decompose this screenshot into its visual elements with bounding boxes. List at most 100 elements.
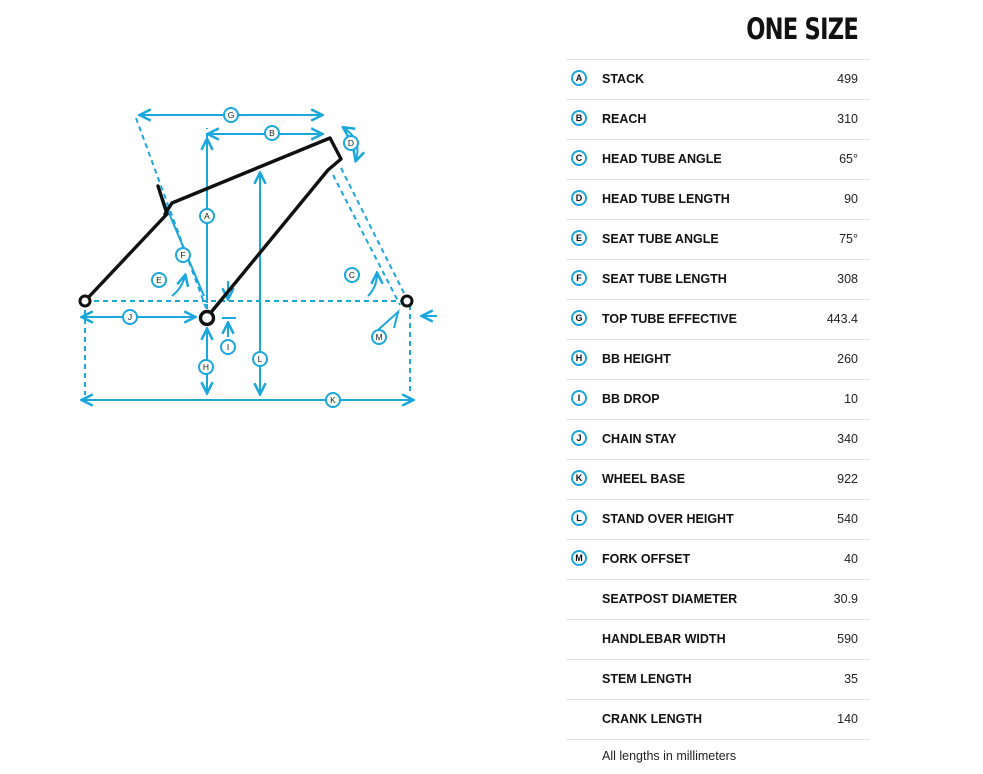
row-badge: M	[571, 550, 587, 566]
geometry-row: B REACH 310	[566, 100, 870, 140]
callout-j: J	[122, 309, 138, 325]
callout-letter: D	[348, 138, 354, 148]
row-label: FORK OFFSET	[602, 552, 691, 566]
row-badge: E	[571, 230, 587, 246]
row-badge: B	[571, 110, 587, 126]
row-value: 540	[837, 512, 858, 526]
row-value: 310	[837, 112, 858, 126]
row-label: BB HEIGHT	[602, 352, 671, 366]
front-axle-node	[400, 294, 414, 308]
frame-nodes	[78, 294, 414, 327]
row-value: 35	[844, 672, 858, 686]
geometry-row: G TOP TUBE EFFECTIVE 443.4	[566, 300, 870, 340]
bike-frame	[83, 136, 343, 318]
bottom-bracket-node	[198, 309, 216, 327]
callout-m: M	[371, 329, 387, 345]
geometry-row: H BB HEIGHT 260	[566, 340, 870, 380]
callout-letter: H	[203, 362, 209, 372]
callout-a: A	[199, 208, 215, 224]
callout-letter: C	[349, 270, 355, 280]
row-value: 922	[837, 472, 858, 486]
units-footnote: All lengths in millimeters	[602, 749, 737, 763]
row-value: 340	[837, 432, 858, 446]
row-label: HANDLEBAR WIDTH	[602, 632, 726, 646]
callout-b: B	[264, 125, 280, 141]
row-badge: K	[571, 470, 587, 486]
callout-letter: F	[180, 250, 185, 260]
callout-badges: A B C D E F G H I J K L M	[122, 107, 387, 408]
geometry-row: E SEAT TUBE ANGLE 75°	[566, 220, 870, 260]
row-label: SEATPOST DIAMETER	[602, 592, 738, 606]
row-badge: F	[571, 270, 587, 286]
geometry-row: CRANK LENGTH 140	[566, 700, 870, 740]
geometry-row: I BB DROP 10	[566, 380, 870, 420]
geometry-row: SEATPOST DIAMETER 30.9	[566, 580, 870, 620]
callout-i: I	[220, 339, 236, 355]
callout-g: G	[223, 107, 239, 123]
row-value: 140	[837, 712, 858, 726]
row-label: CHAIN STAY	[602, 432, 677, 446]
row-value: 590	[837, 632, 858, 646]
row-value: 499	[837, 72, 858, 86]
row-label: STAND OVER HEIGHT	[602, 512, 734, 526]
geometry-row: C HEAD TUBE ANGLE 65°	[566, 140, 870, 180]
callout-letter: B	[269, 128, 275, 138]
row-value: 260	[837, 352, 858, 366]
callout-e: E	[151, 272, 167, 288]
dim-e-arc	[171, 276, 185, 297]
row-label: CRANK LENGTH	[602, 712, 702, 726]
callout-c: C	[344, 267, 360, 283]
row-badge: I	[571, 390, 587, 406]
row-badge: A	[571, 70, 587, 86]
callout-letter: E	[156, 275, 162, 285]
row-value: 65°	[839, 152, 858, 166]
callout-k: K	[325, 392, 341, 408]
geometry-row: M FORK OFFSET 40	[566, 540, 870, 580]
row-label: STACK	[602, 72, 645, 86]
row-label: SEAT TUBE LENGTH	[602, 272, 727, 286]
callout-letter: L	[258, 354, 263, 364]
callout-letter: J	[128, 312, 132, 322]
callout-l: L	[252, 351, 268, 367]
geometry-row: F SEAT TUBE LENGTH 308	[566, 260, 870, 300]
row-label: WHEEL BASE	[602, 472, 686, 486]
row-badge: L	[571, 510, 587, 526]
row-badge: J	[571, 430, 587, 446]
rear-axle-node	[78, 294, 92, 308]
geometry-row: STEM LENGTH 35	[566, 660, 870, 700]
row-label: REACH	[602, 112, 647, 126]
callout-letter: M	[375, 332, 382, 342]
row-label: HEAD TUBE LENGTH	[602, 192, 730, 206]
row-label: SEAT TUBE ANGLE	[602, 232, 719, 246]
reference-lines	[84, 117, 411, 395]
callout-d: D	[343, 135, 359, 151]
row-label: STEM LENGTH	[602, 672, 692, 686]
row-badge: H	[571, 350, 587, 366]
row-badge: C	[571, 150, 587, 166]
row-value: 75°	[839, 232, 858, 246]
row-label: BB DROP	[602, 392, 660, 406]
geometry-row: L STAND OVER HEIGHT 540	[566, 500, 870, 540]
row-value: 30.9	[833, 592, 858, 606]
row-label: HEAD TUBE ANGLE	[602, 152, 722, 166]
dim-c-arc	[367, 274, 377, 297]
row-value: 308	[837, 272, 858, 286]
size-title: ONE SIZE	[746, 12, 859, 46]
callout-f: F	[175, 247, 191, 263]
row-badge: G	[571, 310, 587, 326]
geometry-row: A STACK 499	[566, 60, 870, 100]
callout-h: H	[198, 359, 214, 375]
geometry-row: K WHEEL BASE 922	[566, 460, 870, 500]
callout-letter: K	[330, 395, 336, 405]
row-label: TOP TUBE EFFECTIVE	[602, 312, 737, 326]
geometry-row: J CHAIN STAY 340	[566, 420, 870, 460]
row-badge: D	[571, 190, 587, 206]
row-value: 443.4	[826, 312, 858, 326]
callout-letter: I	[227, 342, 229, 352]
geometry-row: HANDLEBAR WIDTH 590	[566, 620, 870, 660]
row-value: 10	[844, 392, 858, 406]
callout-letter: A	[204, 211, 210, 221]
row-value: 40	[844, 552, 858, 566]
